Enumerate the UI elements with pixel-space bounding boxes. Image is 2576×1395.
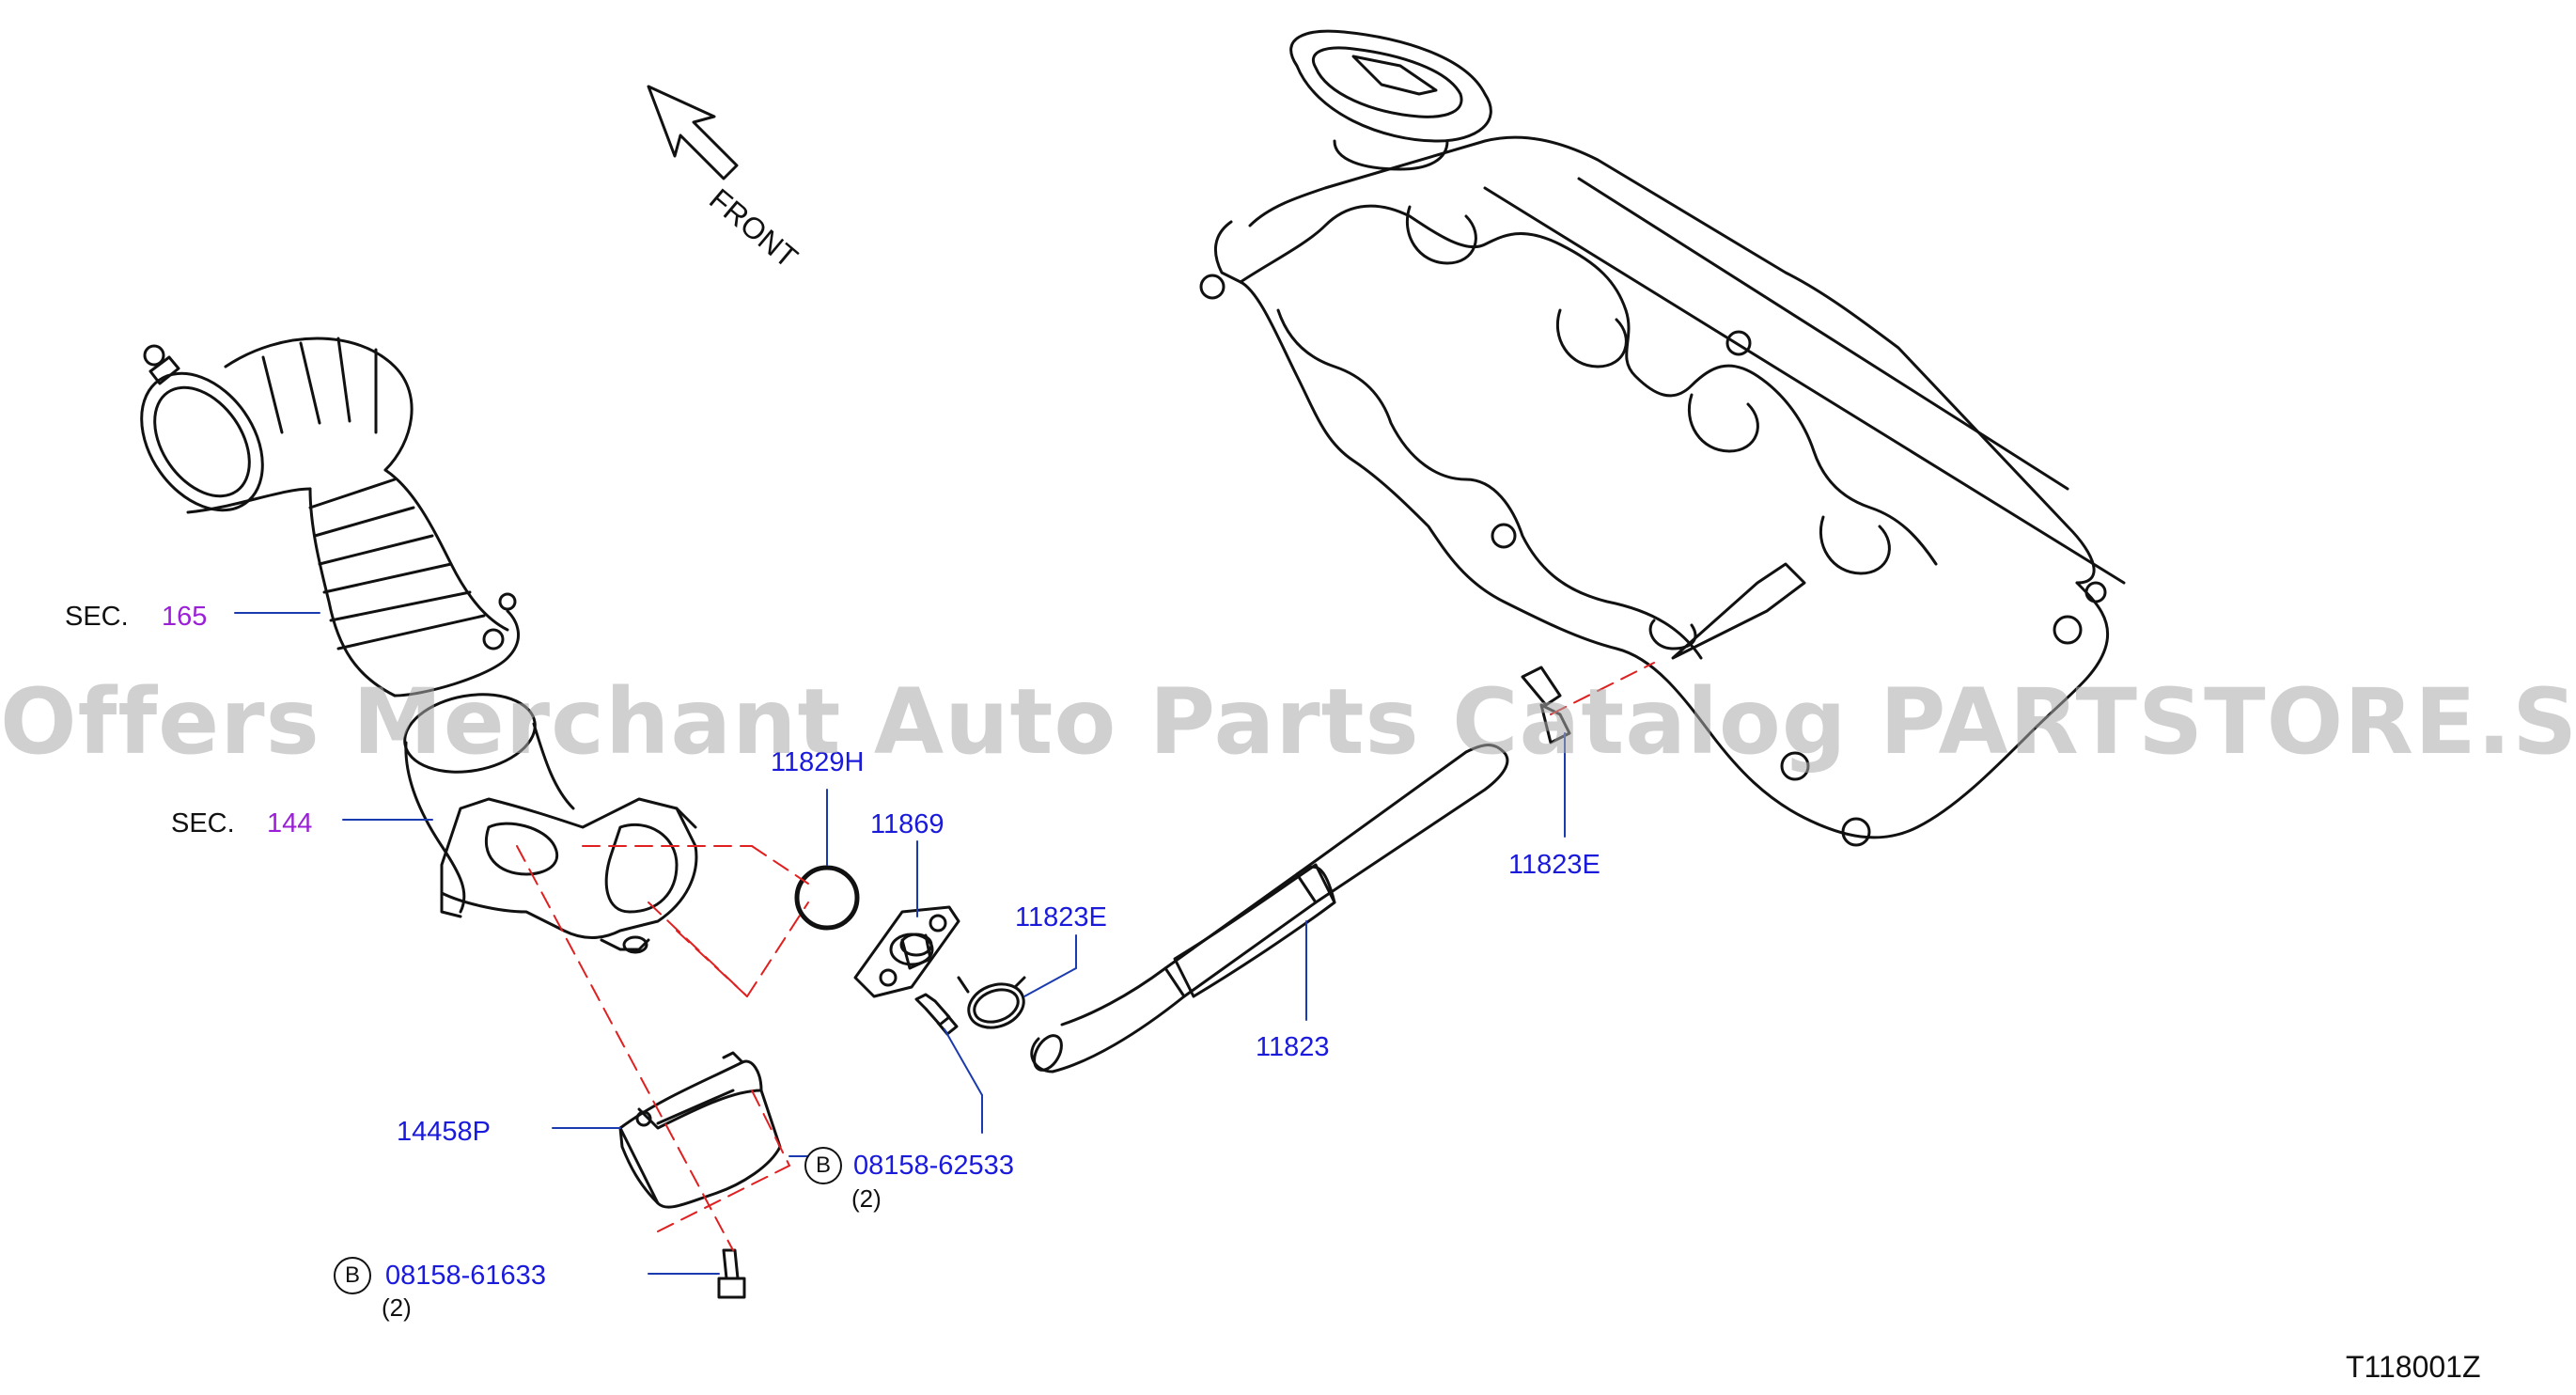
part-08158-61633[interactable]: 08158-61633 bbox=[385, 1261, 546, 1291]
section-prefix-165: SEC. bbox=[65, 602, 129, 632]
blow-by-hose-11823 bbox=[1030, 744, 1509, 1074]
intake-body bbox=[403, 693, 698, 954]
section-prefix-144: SEC. bbox=[171, 808, 235, 839]
bolt-marker-b-1: B bbox=[804, 1147, 842, 1184]
phantom-lines bbox=[516, 662, 1655, 1251]
hose-clamp-11823e-upper bbox=[1521, 666, 1571, 745]
part-14458p[interactable]: 14458P bbox=[397, 1117, 491, 1147]
diagram-code: T118001Z bbox=[2346, 1350, 2481, 1384]
watermark: Offers Merchant Auto Parts Catalog PARTS… bbox=[0, 669, 2576, 775]
leader-lines bbox=[234, 612, 1566, 1275]
front-arrow-icon bbox=[647, 85, 739, 180]
air-duct-hose bbox=[140, 337, 521, 698]
bolt-marker-b-2: B bbox=[334, 1257, 371, 1294]
bolt-08158-61633 bbox=[717, 1248, 746, 1299]
bolt-08158-62533 bbox=[914, 993, 959, 1036]
bracket-14458p bbox=[618, 1051, 782, 1209]
part-11823e-lower[interactable]: 11823E bbox=[1015, 902, 1107, 933]
section-number-144[interactable]: 144 bbox=[267, 808, 313, 839]
valve-cover bbox=[1199, 29, 2126, 847]
part-08158-62533[interactable]: 08158-62533 bbox=[853, 1151, 1014, 1181]
section-number-165[interactable]: 165 bbox=[162, 602, 208, 632]
hose-clamp-11823e-lower bbox=[957, 976, 1026, 1029]
part-11829h[interactable]: 11829H bbox=[771, 747, 865, 777]
bolt-qty-1: (2) bbox=[851, 1184, 882, 1213]
bolt-qty-2: (2) bbox=[382, 1293, 412, 1322]
o-ring-11829h bbox=[794, 865, 860, 931]
part-11823e-upper[interactable]: 11823E bbox=[1508, 850, 1600, 880]
outlet-flange-11869 bbox=[853, 905, 960, 998]
part-11823[interactable]: 11823 bbox=[1256, 1032, 1330, 1062]
part-11869[interactable]: 11869 bbox=[870, 809, 945, 839]
